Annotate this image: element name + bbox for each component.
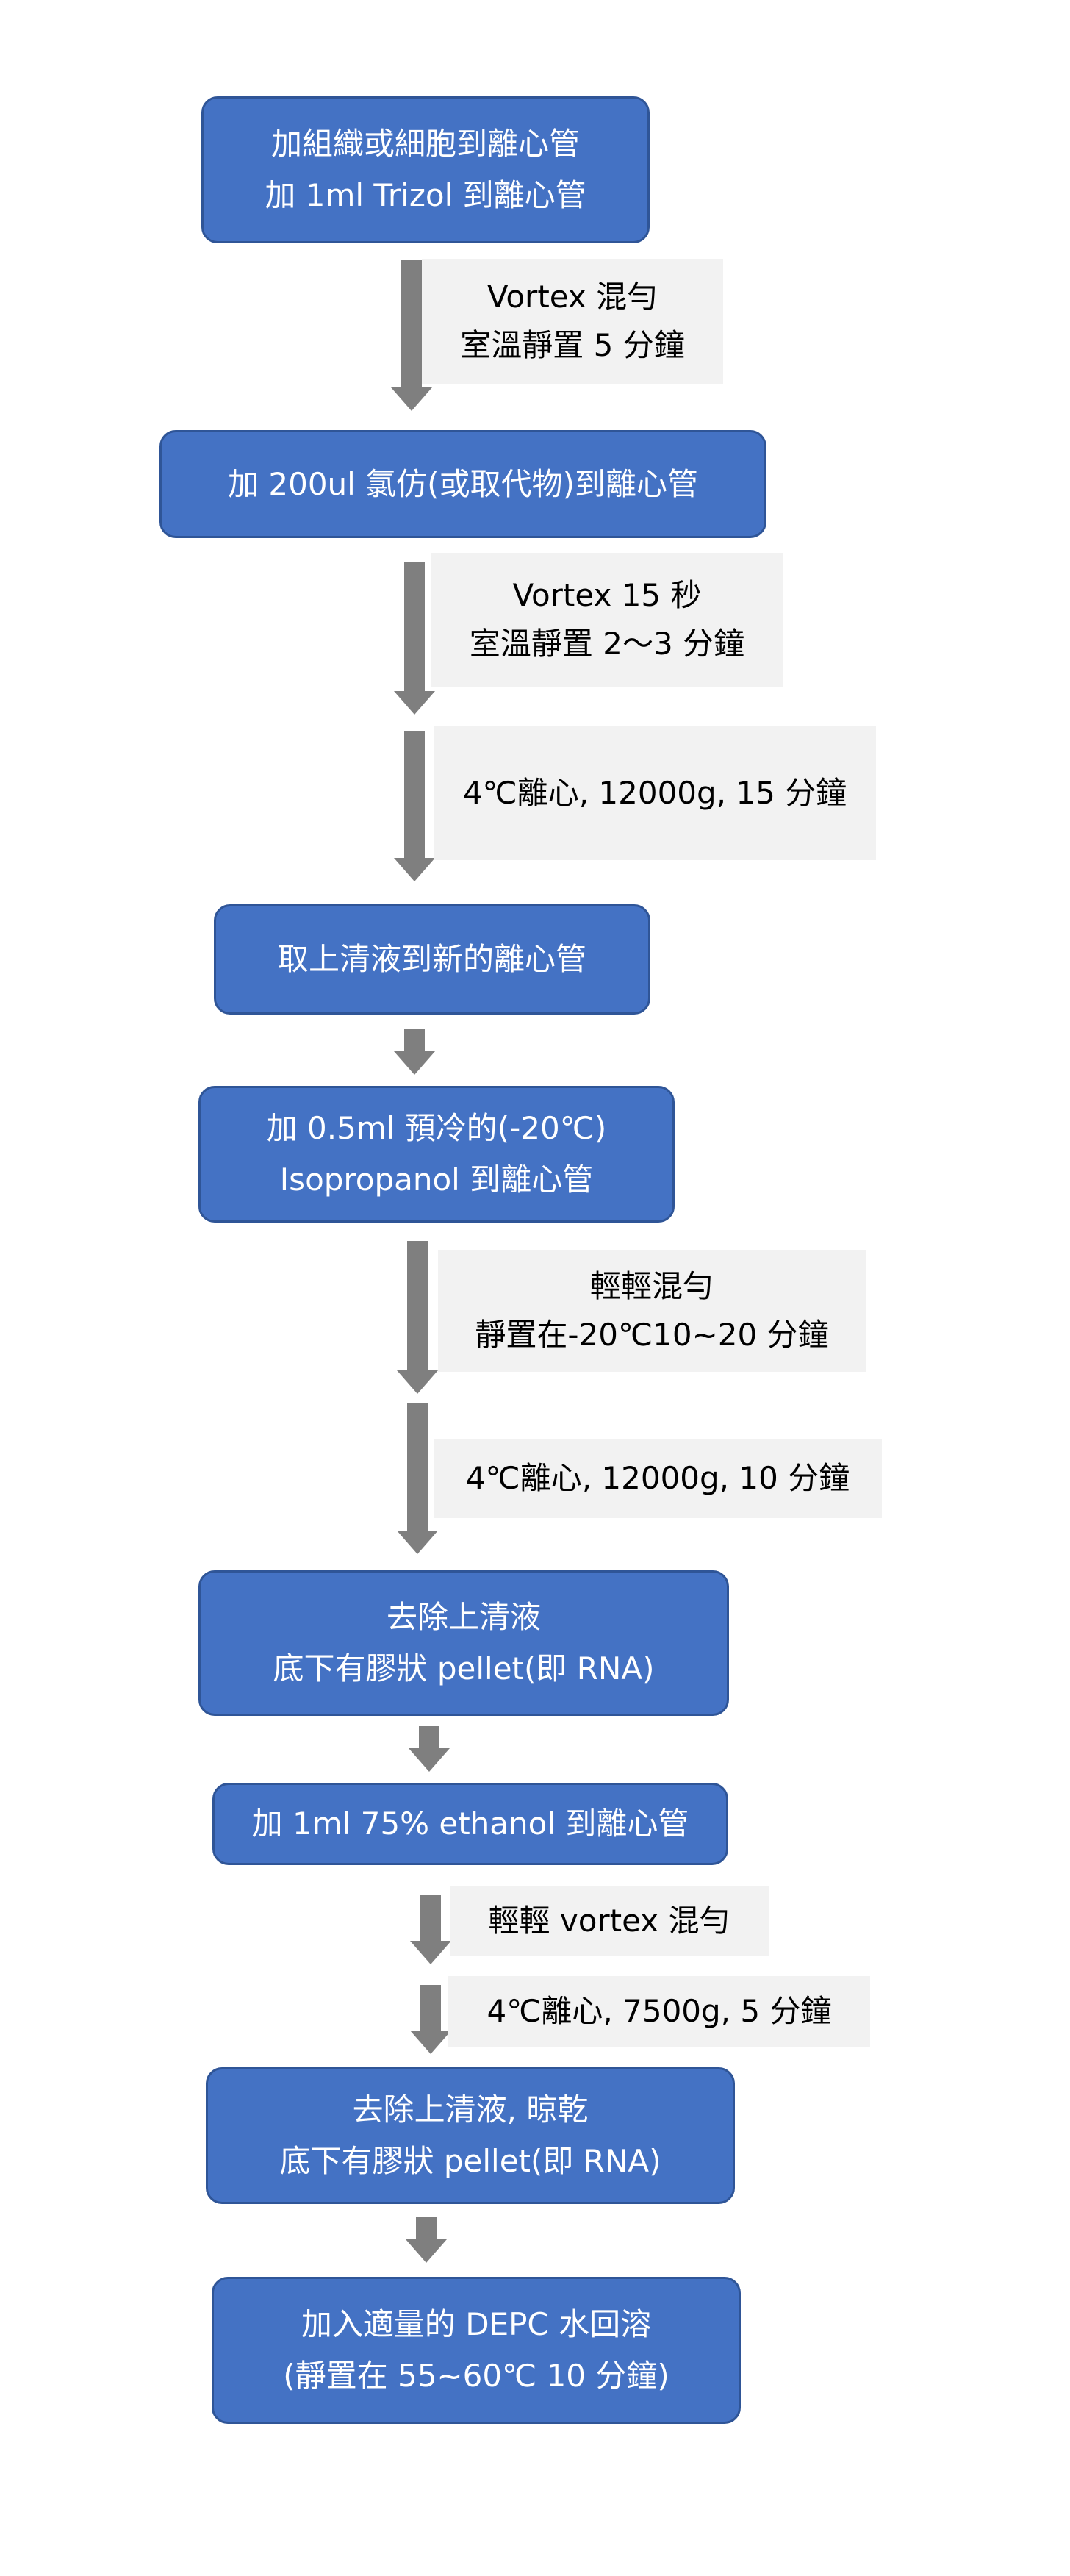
note-text: Vortex 15 秒 — [512, 577, 702, 613]
arrow-down-icon — [410, 1985, 451, 2054]
note-text: 4℃離心, 12000g, 15 分鐘 — [462, 775, 847, 811]
arrow-down-icon — [394, 1029, 435, 1075]
arrow-down-icon — [409, 1726, 450, 1772]
note-6: 輕輕 vortex 混勻 — [450, 1886, 769, 1956]
arrow-down-icon — [410, 1895, 451, 1964]
arrow-down-icon — [391, 260, 432, 411]
step-text: 加 200ul 氯仿(或取代物)到離心管 — [228, 465, 698, 502]
step-text: (靜置在 55~60℃ 10 分鐘) — [283, 2358, 669, 2394]
note-7: 4℃離心, 7500g, 5 分鐘 — [448, 1976, 870, 2047]
note-5: 4℃離心, 12000g, 10 分鐘 — [434, 1439, 882, 1518]
arrow-down-icon — [394, 562, 435, 715]
arrow-down-icon — [397, 1403, 438, 1554]
step-box-2: 加 200ul 氯仿(或取代物)到離心管 — [159, 430, 766, 538]
step-text: 加 0.5ml 預冷的(-20℃) — [266, 1110, 607, 1146]
note-1: Vortex 混勻 室溫靜置 5 分鐘 — [422, 259, 723, 384]
step-box-1: 加組織或細胞到離心管 加 1ml Trizol 到離心管 — [201, 96, 650, 243]
note-text: 室溫靜置 5 分鐘 — [460, 327, 685, 363]
step-text: 加 1ml 75% ethanol 到離心管 — [251, 1806, 689, 1842]
step-text: 加入適量的 DEPC 水回溶 — [301, 2306, 652, 2342]
step-text: 底下有膠狀 pellet(即 RNA) — [279, 2143, 661, 2179]
arrow-down-icon — [406, 2217, 447, 2263]
arrow-down-icon — [394, 731, 435, 881]
note-4: 輕輕混勻 靜置在-20℃10~20 分鐘 — [438, 1250, 866, 1372]
note-text: 靜置在-20℃10~20 分鐘 — [475, 1317, 829, 1353]
step-box-5: 去除上清液 底下有膠狀 pellet(即 RNA) — [198, 1570, 729, 1716]
note-text: 輕輕混勻 — [589, 1268, 714, 1304]
step-box-6: 加 1ml 75% ethanol 到離心管 — [212, 1783, 728, 1865]
step-text: Isopropanol 到離心管 — [279, 1162, 594, 1198]
note-text: Vortex 混勻 — [486, 279, 658, 315]
note-text: 室溫靜置 2～3 分鐘 — [469, 626, 745, 662]
step-box-7: 去除上清液, 晾乾 底下有膠狀 pellet(即 RNA) — [206, 2067, 735, 2204]
note-text: 輕輕 vortex 混勻 — [488, 1903, 730, 1939]
arrow-down-icon — [397, 1241, 438, 1394]
note-3: 4℃離心, 12000g, 15 分鐘 — [434, 726, 876, 860]
step-text: 去除上清液 — [386, 1599, 541, 1635]
note-2: Vortex 15 秒 室溫靜置 2～3 分鐘 — [431, 553, 783, 687]
step-text: 加組織或細胞到離心管 — [270, 126, 580, 162]
step-text: 加 1ml Trizol 到離心管 — [265, 177, 586, 213]
note-text: 4℃離心, 12000g, 10 分鐘 — [465, 1460, 850, 1496]
step-box-8: 加入適量的 DEPC 水回溶 (靜置在 55~60℃ 10 分鐘) — [212, 2277, 741, 2424]
step-text: 去除上清液, 晾乾 — [352, 2092, 589, 2128]
step-text: 底下有膠狀 pellet(即 RNA) — [273, 1650, 655, 1686]
step-text: 取上清液到新的離心管 — [277, 941, 586, 977]
step-box-3: 取上清液到新的離心管 — [214, 904, 650, 1015]
note-text: 4℃離心, 7500g, 5 分鐘 — [486, 1993, 832, 2029]
step-box-4: 加 0.5ml 預冷的(-20℃) Isopropanol 到離心管 — [198, 1086, 675, 1223]
